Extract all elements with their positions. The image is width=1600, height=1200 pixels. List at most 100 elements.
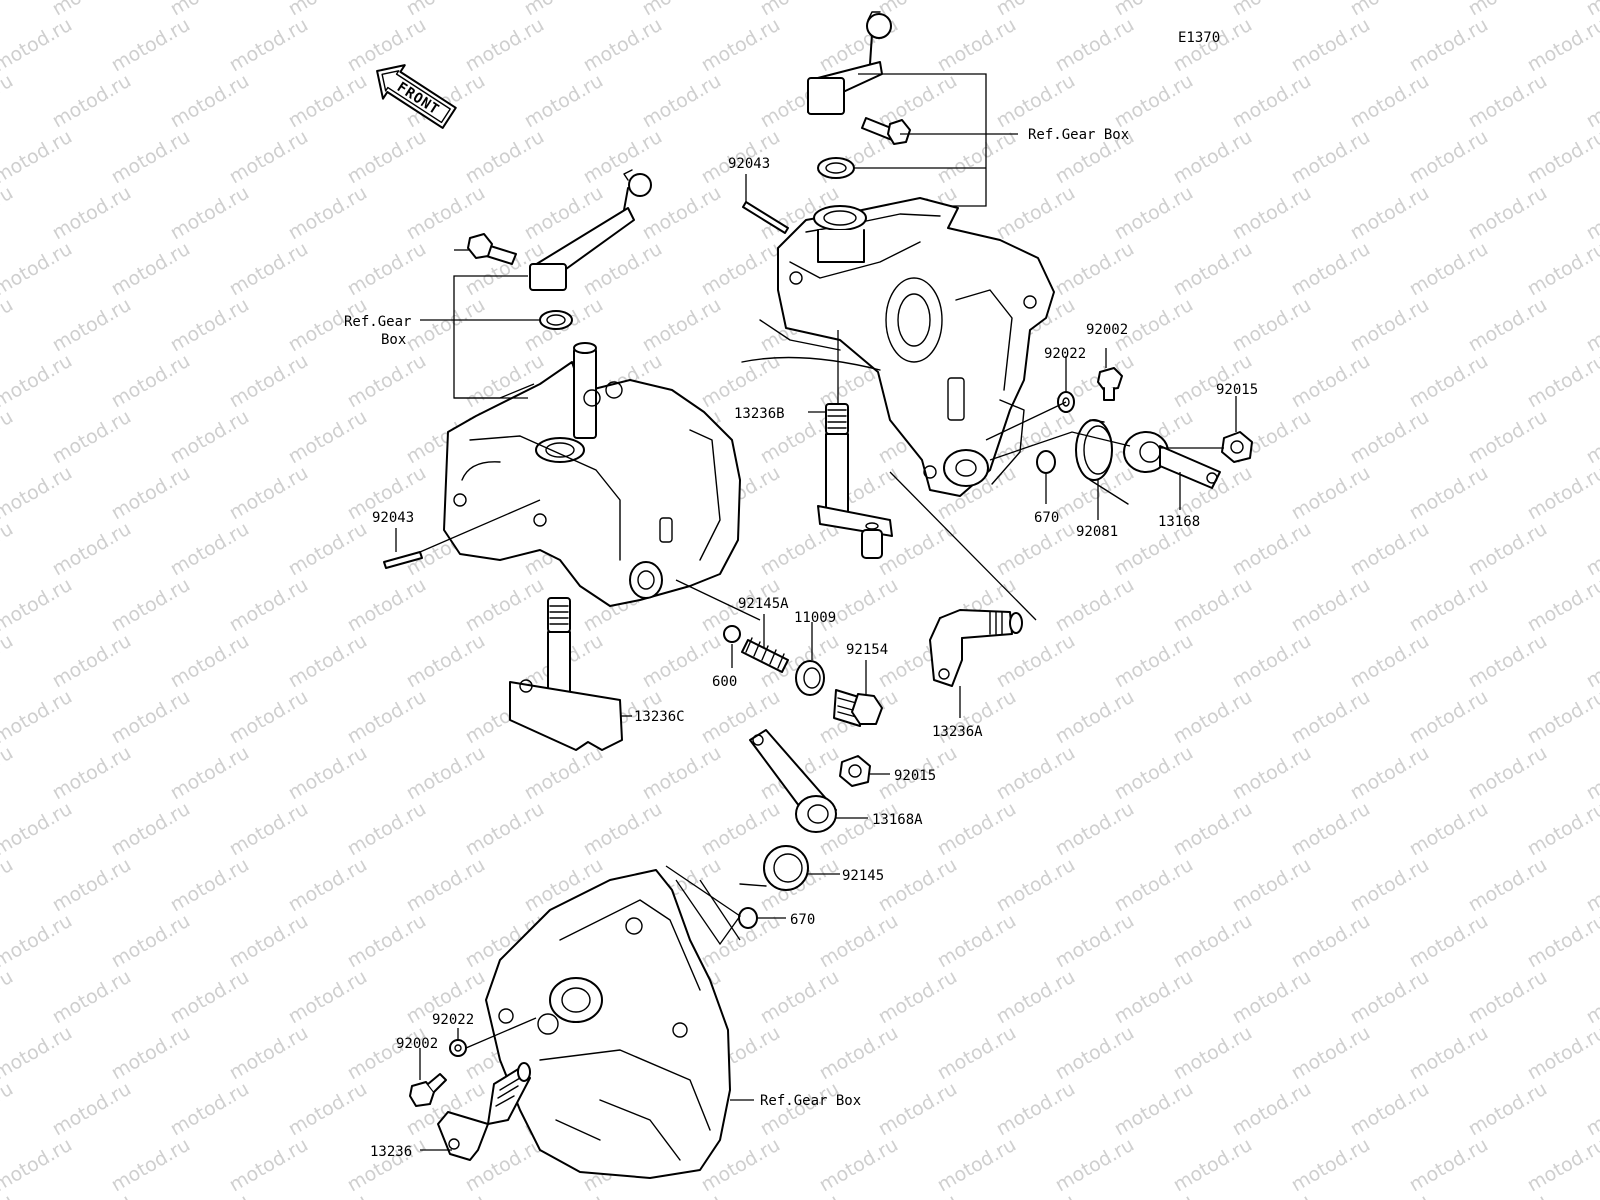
watermark-text: motod.ru: [403, 182, 489, 245]
watermark-text: motod.ru: [1111, 742, 1197, 805]
watermark-text: motod.ru: [167, 182, 253, 245]
watermark-text: motod.ru: [934, 910, 1020, 973]
watermark-text: motod.ru: [285, 518, 371, 581]
watermark-text: motod.ru: [226, 798, 312, 861]
watermark-text: motod.ru: [1288, 126, 1374, 189]
watermark-text: motod.ru: [698, 238, 784, 301]
watermark-text: motod.ru: [226, 238, 312, 301]
watermark-text: motod.ru: [344, 350, 430, 413]
watermark-text: motod.ru: [0, 798, 76, 861]
watermark-text: motod.ru: [1170, 574, 1256, 637]
watermark-text: motod.ru: [1465, 294, 1551, 357]
watermark-text: motod.ru: [993, 630, 1079, 693]
watermark-text: motod.ru: [108, 1134, 194, 1197]
watermark-text: motod.ru: [1524, 574, 1600, 637]
watermark-text: motod.ru: [0, 14, 76, 77]
watermark-text: motod.ru: [1583, 630, 1600, 693]
watermark-text: motod.ru: [49, 182, 135, 245]
watermark-text: motod.ru: [1229, 182, 1315, 245]
watermark-text: motod.ru: [108, 462, 194, 525]
watermark-text: motod.ru: [344, 910, 430, 973]
watermark-text: motod.ru: [1465, 742, 1551, 805]
watermark-text: motod.ru: [108, 686, 194, 749]
watermark-text: motod.ru: [934, 798, 1020, 861]
watermark-text: motod.ru: [993, 182, 1079, 245]
watermark-text: motod.ru: [993, 854, 1079, 917]
watermark-text: motod.ru: [1111, 630, 1197, 693]
watermark-text: motod.ru: [108, 574, 194, 637]
watermark-text: motod.ru: [993, 518, 1079, 581]
watermark-text: motod.ru: [167, 742, 253, 805]
watermark-text: motod.ru: [875, 1190, 961, 1200]
gearbox-housing-lower: [485, 869, 731, 1179]
watermark-text: motod.ru: [1347, 630, 1433, 693]
watermark-text: motod.ru: [1229, 1190, 1315, 1200]
watermark-text: motod.ru: [875, 1078, 961, 1141]
watermark-text: motod.ru: [167, 966, 253, 1029]
watermark-text: motod.ru: [49, 294, 135, 357]
watermark-text: motod.ru: [521, 742, 607, 805]
watermark-text: motod.ru: [1524, 462, 1600, 525]
watermark-text: motod.ru: [1583, 1078, 1600, 1141]
watermark-text: motod.ru: [1524, 350, 1600, 413]
watermark-text: motod.ru: [0, 0, 17, 20]
watermark-text: motod.ru: [167, 1078, 253, 1141]
watermark-text: motod.ru: [1052, 686, 1138, 749]
watermark-text: motod.ru: [1111, 1190, 1197, 1200]
watermark-text: motod.ru: [0, 1134, 76, 1197]
watermark-text: motod.ru: [1465, 630, 1551, 693]
watermark-text: motod.ru: [344, 14, 430, 77]
watermark-text: motod.ru: [580, 14, 666, 77]
watermark-text: motod.ru: [1583, 406, 1600, 469]
watermark-text: motod.ru: [1170, 1022, 1256, 1085]
watermark-text: motod.ru: [639, 70, 725, 133]
watermark-text: motod.ru: [0, 966, 17, 1029]
shift-shaft-13236C: [509, 597, 623, 751]
spring-92145: [739, 845, 809, 891]
watermark-text: motod.ru: [1583, 518, 1600, 581]
watermark-text: motod.ru: [1347, 406, 1433, 469]
label-ref-gear-left-line1: Ref.Gear: [344, 314, 411, 330]
label-13168: 13168: [1158, 514, 1200, 530]
watermark-text: motod.ru: [1406, 462, 1492, 525]
watermark-text: motod.ru: [934, 14, 1020, 77]
watermark-text: motod.ru: [0, 350, 76, 413]
watermark-text: motod.ru: [1288, 350, 1374, 413]
watermark-text: motod.ru: [993, 1190, 1079, 1200]
watermark-text: motod.ru: [1524, 910, 1600, 973]
watermark-text: motod.ru: [49, 1190, 135, 1200]
watermark-text: motod.ru: [993, 742, 1079, 805]
watermark-text: motod.ru: [49, 406, 135, 469]
watermark-text: motod.ru: [108, 1022, 194, 1085]
watermark-text: motod.ru: [344, 798, 430, 861]
label-11009: 11009: [794, 610, 836, 626]
watermark-text: motod.ru: [285, 1078, 371, 1141]
gearbox-housing-left: [443, 342, 741, 607]
watermark-text: motod.ru: [49, 70, 135, 133]
label-13236B: 13236B: [734, 406, 785, 422]
watermark-text: motod.ru: [1524, 1134, 1600, 1197]
watermark-text: motod.ru: [1229, 70, 1315, 133]
watermark-text: motod.ru: [462, 14, 548, 77]
watermark-text: motod.ru: [0, 238, 76, 301]
watermark-text: motod.ru: [1170, 1134, 1256, 1197]
watermark-text: motod.ru: [285, 1190, 371, 1200]
watermark-text: motod.ru: [1524, 1022, 1600, 1085]
watermark-text: motod.ru: [1229, 1078, 1315, 1141]
watermark-text: motod.ru: [285, 742, 371, 805]
watermark-text: motod.ru: [1583, 854, 1600, 917]
watermark-text: motod.ru: [1465, 1078, 1551, 1141]
watermark-text: motod.ru: [1583, 1190, 1600, 1200]
watermark-text: motod.ru: [639, 742, 725, 805]
label-92145: 92145: [842, 868, 884, 884]
watermark-text: motod.ru: [816, 574, 902, 637]
watermark-text: motod.ru: [816, 1022, 902, 1085]
watermark-text: motod.ru: [1524, 798, 1600, 861]
watermark-text: motod.ru: [1347, 1190, 1433, 1200]
watermark-text: motod.ru: [167, 854, 253, 917]
watermark-text: motod.ru: [1170, 126, 1256, 189]
label-13236C: 13236C: [634, 709, 685, 725]
diagram-code: E1370: [1178, 30, 1220, 46]
watermark-text: motod.ru: [1229, 966, 1315, 1029]
